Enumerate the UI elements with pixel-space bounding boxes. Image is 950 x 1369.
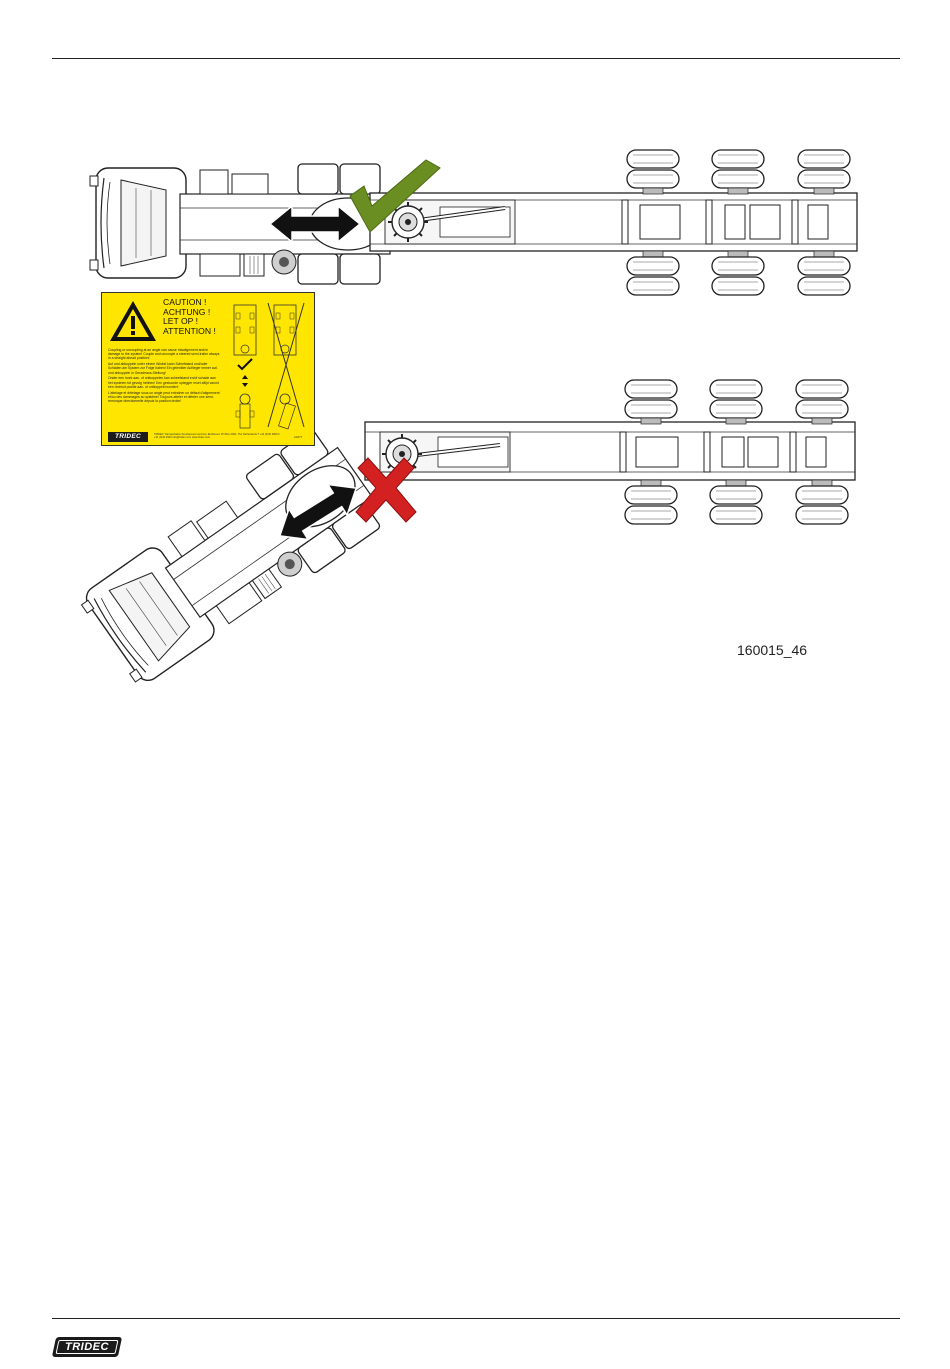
incorrect-pictogram [267,302,305,430]
correct-pictogram [233,304,257,429]
coupling-illustration [76,149,858,690]
tridec-footer-logo: TRIDEC [51,1337,123,1357]
trailer-top [369,149,858,296]
header-rule [52,58,900,59]
tridec-label-logo: TRIDEC [108,432,148,442]
straight-coupling-scene [89,149,858,296]
caution-pictograms [233,302,305,430]
caution-text-nl: Onder een hoek aan- of ontkoppelen kan s… [108,376,219,389]
caution-heading-nl: LET OP ! [163,316,199,327]
caution-text-en: Coupling or uncoupling at an angle can c… [108,348,220,361]
cross-mark-icon [355,457,417,523]
caution-label-code: L0077 [294,435,303,439]
coupling-direction-arrow [268,204,362,244]
check-mark-icon [349,159,441,233]
caution-label: CAUTION ! ACHTUNG ! LET OP ! ATTENTION !… [101,292,315,446]
tridec-footer-logo-text: TRIDEC [65,1341,109,1353]
caution-headings: CAUTION ! ACHTUNG ! LET OP ! ATTENTION ! [163,297,216,336]
caution-text-fr: L'attelage et dételage sous un angle peu… [108,390,220,404]
caution-footer-text: TRIDEC Transportation development and te… [154,433,280,440]
angled-direction-arrow [278,483,358,541]
figure-id: 160015_46 [737,642,808,658]
angled-coupling-scene [76,379,856,690]
trailer-bottom [364,379,856,525]
caution-text: Coupling or uncoupling at an angle can c… [108,348,220,405]
caution-text-de: Auf und abkuppeln unter einem Winkel kan… [108,362,218,375]
caution-heading-fr: ATTENTION ! [163,325,216,336]
caution-heading-de: ACHTUNG ! [163,306,211,317]
warning-triangle-icon [110,301,156,341]
footer-rule [52,1318,900,1319]
caution-heading-en: CAUTION ! [163,297,207,307]
